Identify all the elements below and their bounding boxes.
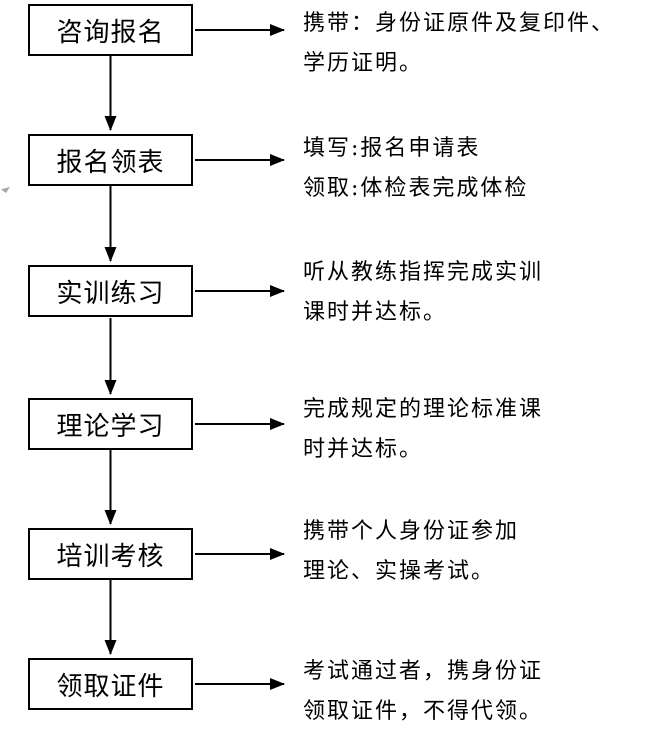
description-line: 学历证明。 — [303, 51, 424, 76]
step-description-2: 填写:报名申请表 领取:体检表完成体检 — [303, 129, 655, 209]
description-line: 理论、实操考试。 — [303, 559, 496, 584]
description-line: 领取:体检表完成体检 — [303, 176, 529, 201]
flow-step-label-4: 理论学习 — [56, 411, 165, 442]
description-line: 携带：身份证原件及复印件、 — [303, 11, 616, 36]
description-line: 考试通过者，携身份证 — [303, 659, 544, 684]
flow-step-label-6: 领取证件 — [56, 671, 165, 702]
description-line: 填写:报名申请表 — [303, 136, 481, 161]
flow-step-label-5: 培训考核 — [56, 541, 165, 572]
flow-step-box-2: 报名领表 — [28, 134, 193, 186]
step-description-3: 听从教练指挥完成实训 课时并达标。 — [303, 253, 655, 333]
description-line: 携带个人身份证参加 — [303, 519, 520, 544]
flow-step-box-6: 领取证件 — [28, 658, 193, 710]
flow-step-box-3: 实训练习 — [28, 265, 193, 317]
flow-step-label-2: 报名领表 — [56, 147, 165, 178]
stray-cursor-artifact — [1, 187, 10, 193]
description-line: 听从教练指挥完成实训 — [303, 260, 544, 285]
description-line: 领取证件，不得代领。 — [303, 699, 544, 724]
flow-step-label-1: 咨询报名 — [56, 17, 165, 48]
description-line: 完成规定的理论标准课 — [303, 397, 544, 422]
description-line: 时并达标。 — [303, 437, 424, 462]
flow-step-box-5: 培训考核 — [28, 528, 193, 580]
step-description-4: 完成规定的理论标准课 时并达标。 — [303, 390, 655, 470]
description-line: 课时并达标。 — [303, 300, 448, 325]
flow-step-label-3: 实训练习 — [56, 278, 165, 309]
step-description-1: 携带：身份证原件及复印件、 学历证明。 — [303, 4, 655, 84]
step-description-6: 考试通过者，携身份证 领取证件，不得代领。 — [303, 652, 655, 732]
step-description-5: 携带个人身份证参加 理论、实操考试。 — [303, 512, 655, 592]
flow-step-box-1: 咨询报名 — [28, 4, 193, 56]
flow-step-box-4: 理论学习 — [28, 398, 193, 450]
